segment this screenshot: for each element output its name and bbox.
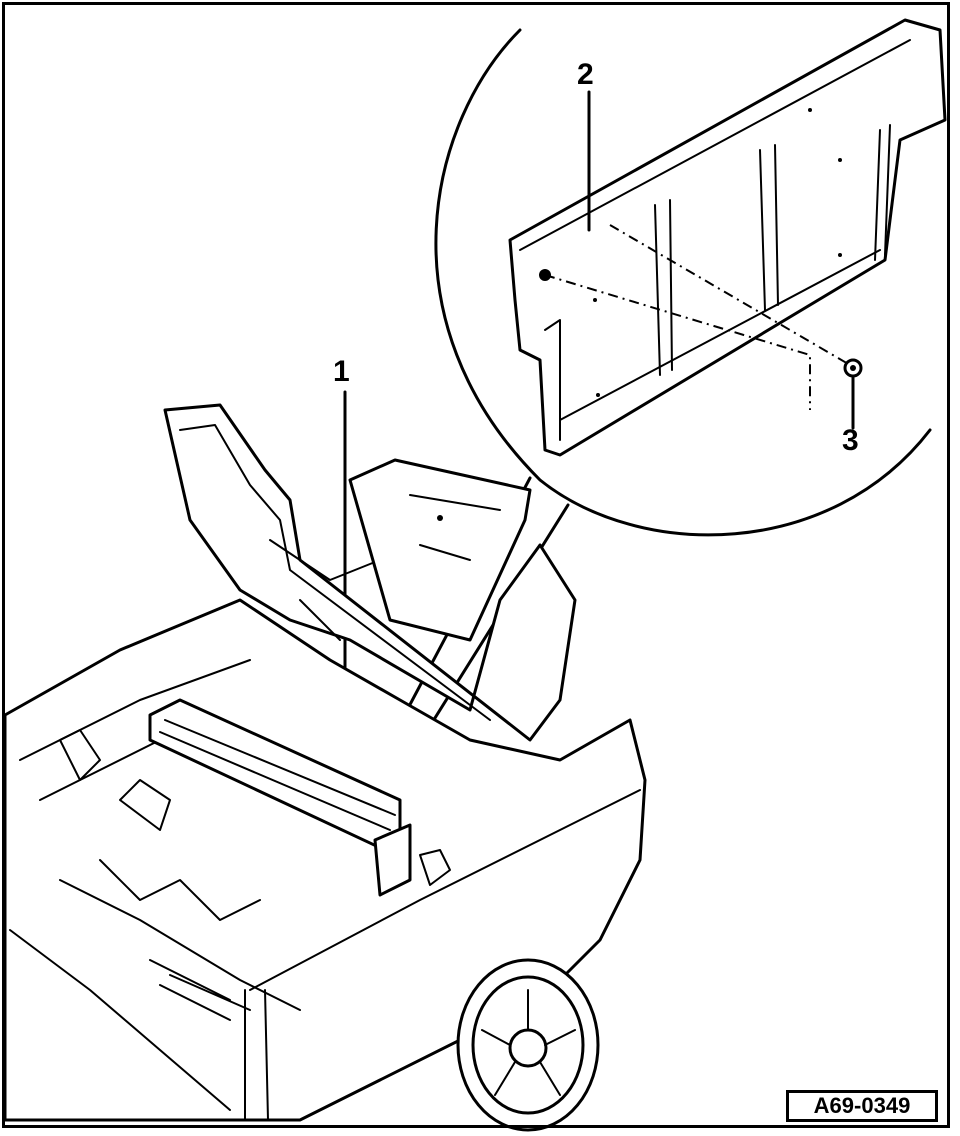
rear-panel-detail — [508, 18, 947, 457]
fastener-clip — [843, 358, 863, 378]
figure-reference-label: A69-0349 — [786, 1090, 938, 1122]
rear-quarter-panel — [419, 719, 646, 901]
trunk-lid — [163, 403, 577, 742]
trim-strip — [148, 698, 412, 897]
callout-1: 1 — [333, 355, 350, 388]
figure-border — [2, 2, 950, 1128]
detail-circle — [434, 28, 932, 537]
callout-2: 2 — [577, 58, 594, 91]
rear-wheel — [456, 958, 600, 1132]
callout-3: 3 — [842, 424, 859, 457]
rear-bulkhead — [348, 458, 532, 642]
